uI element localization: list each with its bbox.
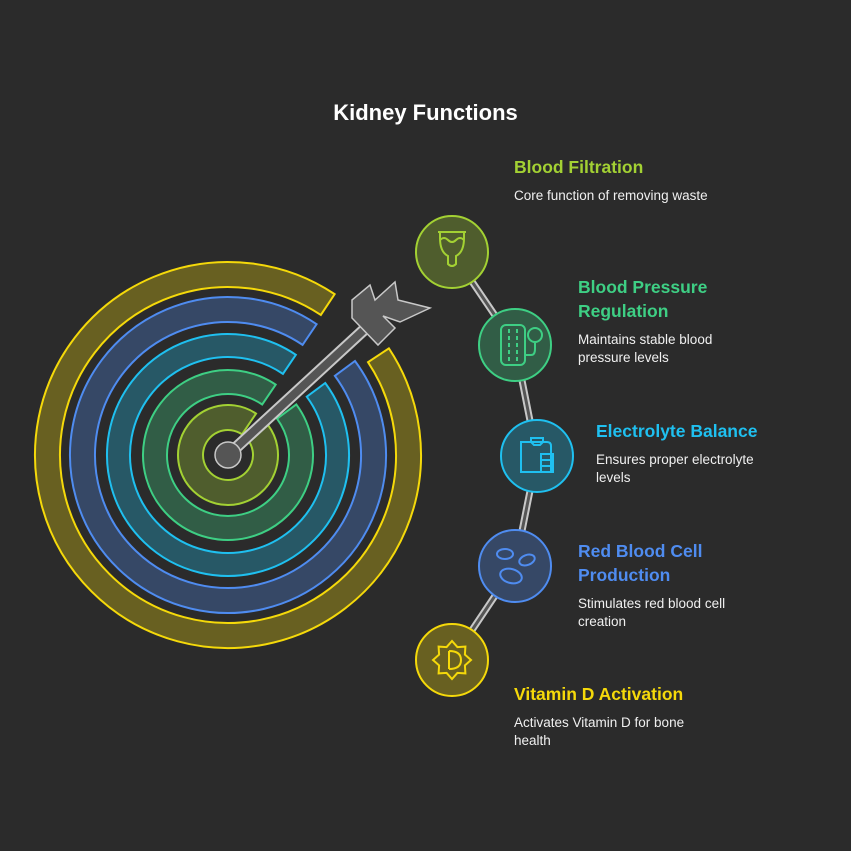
target-ring (142, 369, 314, 541)
diagram-title: Kidney Functions (333, 100, 518, 125)
item-title: Blood Filtration (514, 157, 644, 177)
blood-pressure-monitor-icon (478, 308, 552, 382)
item-blood-filtration: Blood Filtration Core function of removi… (514, 155, 714, 205)
item-title: Electrolyte Balance (596, 421, 758, 441)
item-red-blood-cell: Red Blood Cell Production Stimulates red… (578, 539, 753, 631)
item-vitamin-d: Vitamin D Activation Activates Vitamin D… (514, 682, 724, 750)
item-desc: Ensures proper electrolyte levels (596, 452, 754, 485)
clipboard-chart-icon (500, 419, 574, 493)
vitamin-d-sun-icon (415, 623, 489, 697)
target-ring (177, 404, 279, 506)
item-title: Blood Pressure Regulation (578, 277, 708, 321)
target-ring (106, 333, 350, 577)
target-ring (69, 296, 387, 614)
item-title: Vitamin D Activation (514, 684, 684, 704)
target-ring (34, 261, 422, 649)
funnel-icon (415, 215, 489, 289)
item-title: Red Blood Cell Production (578, 541, 703, 585)
item-desc: Core function of removing waste (514, 188, 708, 203)
target-rings (34, 261, 422, 649)
item-desc: Activates Vitamin D for bone health (514, 715, 685, 748)
item-desc: Stimulates red blood cell creation (578, 596, 726, 629)
item-desc: Maintains stable blood pressure levels (578, 332, 713, 365)
arrow-icon (214, 280, 433, 469)
item-blood-pressure: Blood Pressure Regulation Maintains stab… (578, 275, 753, 367)
item-electrolyte-balance: Electrolyte Balance Ensures proper elect… (596, 419, 786, 487)
red-blood-cells-icon (478, 529, 552, 603)
